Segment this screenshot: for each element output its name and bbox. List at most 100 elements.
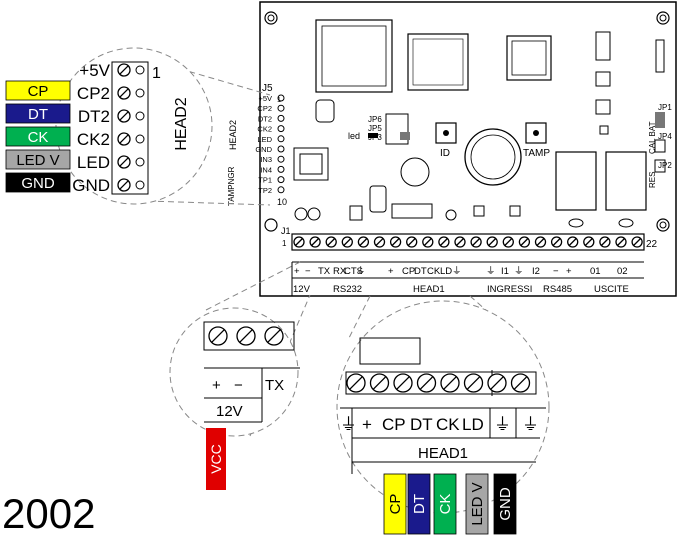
- head2-zoom-pin-label: GND: [72, 176, 110, 195]
- board-components: [264, 11, 670, 296]
- wire-label-bottom-text: CP: [387, 494, 404, 515]
- head2-zoom-contact: [135, 65, 145, 75]
- j1-group-label: USCITE: [594, 284, 629, 295]
- wire-label-left-text: DT: [28, 106, 48, 123]
- head1-zoom-label: ⏚: [340, 415, 357, 434]
- head1-zoom-group: HEAD1: [418, 445, 468, 462]
- j1-screw-slot: [488, 238, 497, 246]
- head1-zoom-label: +: [362, 415, 372, 434]
- head2-zoom-terminal-slot: [119, 157, 129, 167]
- head2-zoom-pin-number: 1: [152, 65, 161, 82]
- j1-terminal-label: TX: [318, 266, 331, 277]
- wire-label-bottom: [465, 473, 489, 535]
- 12v-zoom-screw-slot: [267, 329, 281, 343]
- j1-screw-slot: [584, 238, 593, 246]
- j1-screw-slot: [568, 238, 577, 246]
- j1-screw-slot: [327, 238, 336, 246]
- j1-pin-first: 1: [282, 239, 287, 248]
- head2-zoom-contact: [135, 111, 145, 121]
- j1-terminal-label: CP: [402, 266, 415, 277]
- j5-pin: [277, 165, 285, 173]
- wire-label-bottom: [433, 473, 457, 535]
- j5-pin: [277, 135, 285, 143]
- j1-screw-slot: [439, 238, 448, 246]
- j1-label: J1: [281, 226, 291, 236]
- head2-zoom-contact: [135, 157, 145, 167]
- j5-pin-label: GND: [255, 145, 272, 154]
- year-label: 2002: [2, 490, 95, 537]
- tampngr-label: TAMPNGR: [227, 166, 236, 206]
- j1-group-label: HEAD1: [413, 284, 445, 295]
- wire-label-left: [5, 126, 71, 147]
- j1-screw-slot: [375, 238, 384, 246]
- j5-pin-label: +5V: [258, 94, 272, 103]
- j1-screw-slot: [343, 238, 352, 246]
- head2-zoom-pin-label: CK2: [77, 130, 110, 149]
- j1-terminal-label: +: [294, 266, 300, 277]
- j5-pin-label: CP2: [257, 104, 272, 113]
- wire-label-bottom-text: CK: [437, 494, 454, 515]
- j1-screw-slot: [391, 238, 400, 246]
- vcc-wire-label: VCC: [208, 444, 224, 474]
- j1-screw-slot: [600, 238, 609, 246]
- j1-screw-slot: [407, 238, 416, 246]
- wire-label-left-text: LED V: [16, 152, 59, 169]
- j5-pin-label: IN3: [260, 155, 272, 164]
- head2-zoom-terminal-slot: [119, 180, 129, 190]
- head2-zoom-pin-label: CP2: [77, 84, 110, 103]
- j1-screw-slot: [423, 238, 432, 246]
- wire-label-left: [5, 80, 71, 101]
- j5-pin: [277, 186, 285, 194]
- wire-label-left-text: GND: [21, 175, 55, 192]
- j5-pin-label: DT2: [258, 114, 272, 123]
- j1-terminal-label: 02: [617, 266, 628, 277]
- j5-pin: [277, 145, 285, 153]
- j1-group-label: 12V: [293, 284, 311, 295]
- j1-screw-slot: [504, 238, 513, 246]
- wire-label-left-text: CP: [28, 83, 49, 100]
- head1-zoom-label: CK: [436, 415, 460, 434]
- 12v-zoom-screws: [208, 326, 284, 346]
- j5-pin: [277, 94, 285, 102]
- j1-terminal-label: +: [566, 266, 572, 277]
- led-label: led: [348, 131, 360, 141]
- head2-zoom-connector-label: HEAD2: [173, 97, 190, 150]
- j1-screw-slot: [359, 238, 368, 246]
- j1-group-label: INGRESSI: [487, 284, 532, 295]
- j1-terminal-label: DT: [414, 266, 427, 277]
- vcc-wire: [206, 428, 226, 490]
- head1-zoom-screw-slot: [490, 376, 504, 390]
- j1-terminal-label: CK: [427, 266, 441, 277]
- jp3-label: JP3: [368, 133, 382, 142]
- j1-screw-slot: [536, 238, 545, 246]
- head2-zoom-terminal-slot: [119, 134, 129, 144]
- j1-terminal-label: ⏚: [486, 266, 496, 277]
- j1-pin-last: 22: [646, 239, 658, 250]
- 12v-zoom-minus: −: [234, 377, 243, 394]
- head1-zoom: [336, 295, 550, 514]
- j1-terminal-label: ⏚: [452, 266, 462, 277]
- j1-terminal-screws: [293, 236, 643, 248]
- head2-board-label: HEAD2: [228, 120, 238, 150]
- j1-terminal-label: ⏚: [356, 266, 366, 277]
- 12v-zoom-group: 12V: [216, 403, 243, 420]
- wire-label-bottom: [407, 473, 431, 535]
- head2-zoom: [55, 47, 271, 206]
- j5-pin: [277, 114, 285, 122]
- head2-zoom-contact: [135, 180, 145, 190]
- jp5-label: JP5: [368, 124, 382, 133]
- head1-zoom-screw-slot: [396, 376, 410, 390]
- j1-screw-slot: [456, 238, 464, 246]
- j1-screw-slot: [472, 238, 481, 246]
- j1-group-label: RS232: [333, 284, 362, 295]
- jp4-label: JP4: [658, 132, 672, 141]
- 12v-zoom-plus: +: [212, 377, 221, 394]
- id-label: ID: [440, 148, 450, 159]
- head2-zoom-contact: [135, 88, 145, 98]
- j5-pin: [277, 155, 285, 163]
